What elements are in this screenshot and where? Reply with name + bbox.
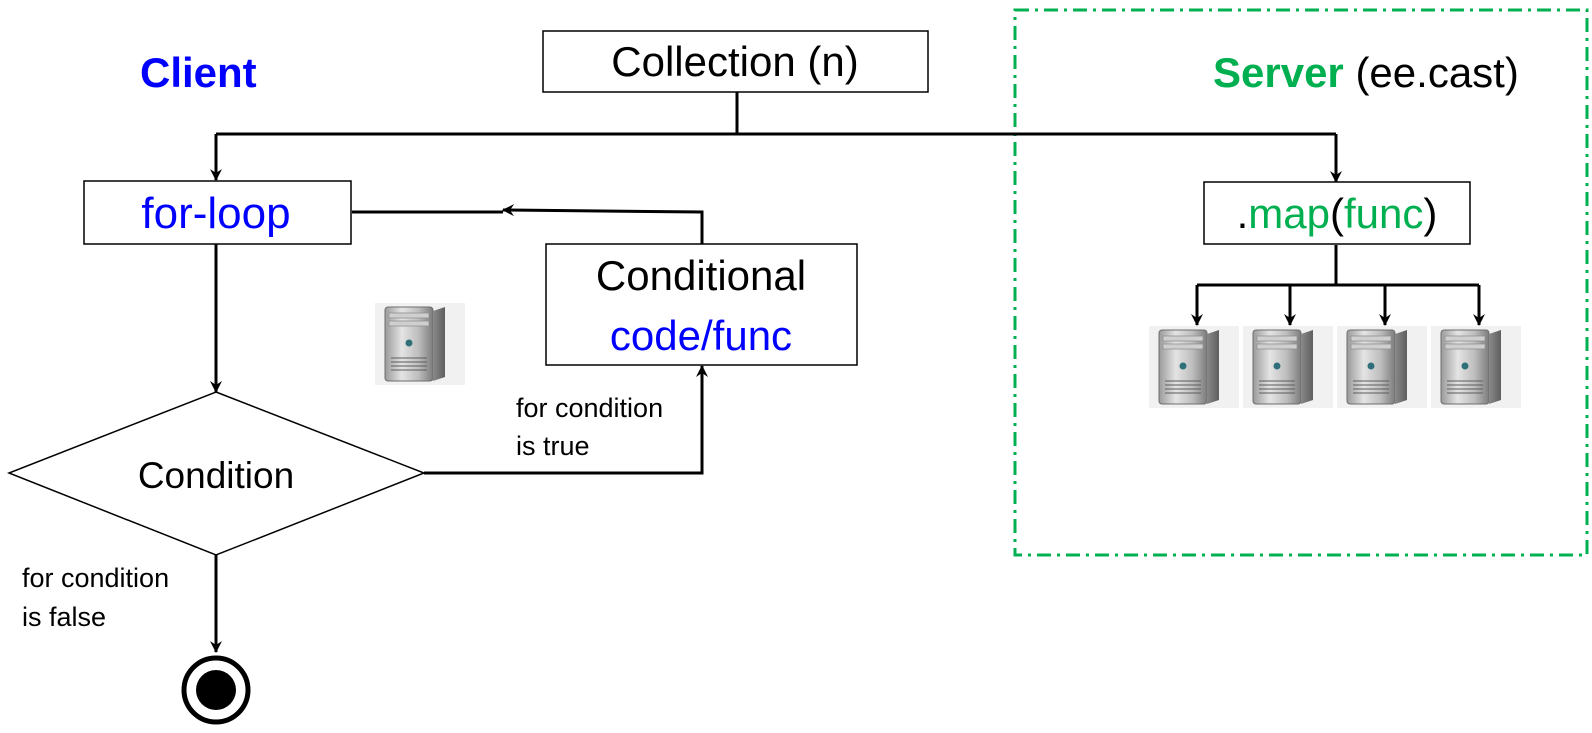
- map-close-paren: ): [1423, 190, 1437, 237]
- server-tower-icon: [1148, 325, 1240, 409]
- server-tower-icon: [1430, 325, 1522, 409]
- true-branch-label-line2: is true: [516, 431, 590, 461]
- server-heading: Server (ee.cast): [1213, 49, 1519, 96]
- arrow-true-branch: [424, 365, 708, 475]
- for-loop-label: for-loop: [141, 189, 290, 238]
- condition-diamond: [6, 391, 427, 556]
- end-state-icon: [181, 655, 251, 725]
- server-region-border: [1013, 8, 1589, 557]
- server-heading-label: Server: [1213, 49, 1344, 96]
- collection-label: Collection (n): [611, 38, 858, 85]
- conditional-label-line2: code/func: [610, 312, 792, 359]
- true-branch-label-line1: for condition: [516, 393, 663, 423]
- map-label: .map(func): [1237, 190, 1438, 237]
- conditional-box: [545, 243, 858, 366]
- arrow-back-to-loop: [502, 204, 704, 244]
- map-box: [1203, 181, 1471, 245]
- client-server-tower-icon: [374, 302, 466, 386]
- map-method: map: [1248, 190, 1330, 237]
- server-tower-icon: [1242, 325, 1334, 409]
- connectors: [210, 92, 1485, 653]
- server-workers: [1148, 325, 1522, 409]
- conditional-label-line1: Conditional: [596, 252, 806, 299]
- for-loop-box: [83, 180, 352, 245]
- condition-label: Condition: [138, 455, 294, 496]
- server-heading-suffix: (ee.cast): [1344, 49, 1519, 96]
- client-heading: Client: [140, 49, 257, 96]
- map-arg: func: [1344, 190, 1423, 237]
- map-dot: .: [1237, 190, 1249, 237]
- server-tower-icon: [1336, 325, 1428, 409]
- collection-box: [542, 30, 929, 93]
- false-branch-label-line2: is false: [22, 602, 106, 632]
- false-branch-label-line1: for condition: [22, 563, 169, 593]
- map-open-paren: (: [1330, 190, 1344, 237]
